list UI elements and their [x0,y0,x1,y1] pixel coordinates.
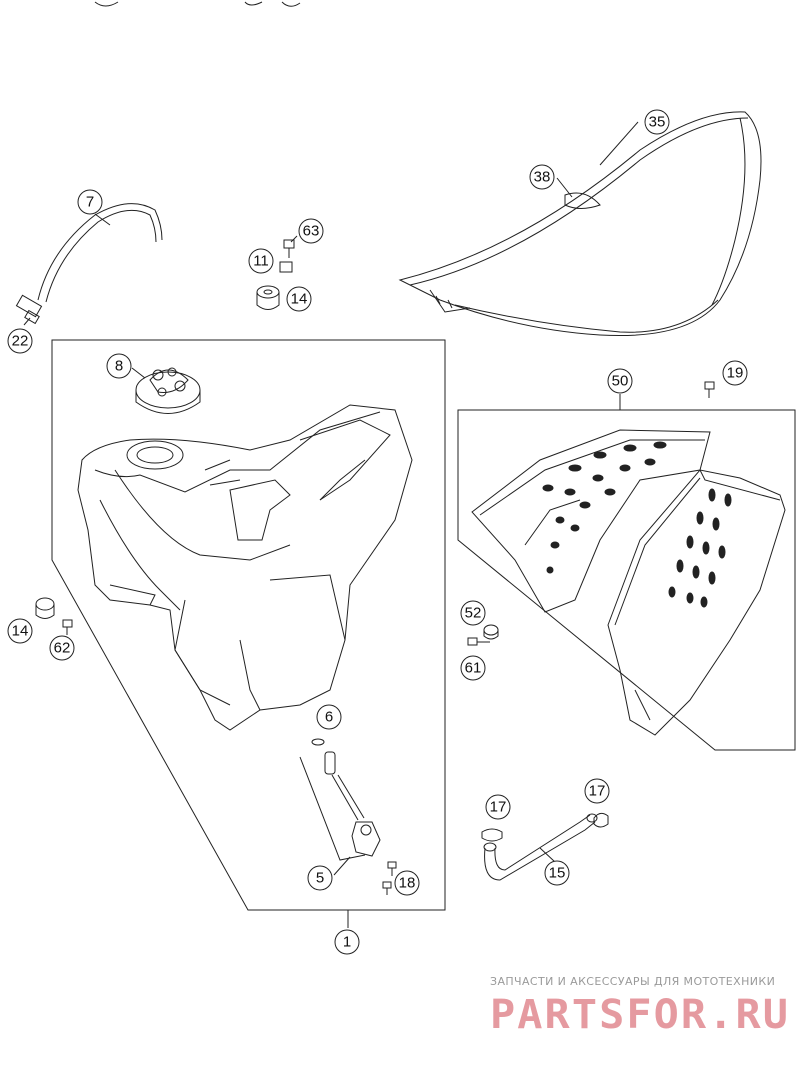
callout-label: 62 [54,640,71,657]
leader-5 [333,856,351,876]
callout-label: 22 [12,333,29,350]
leader-8 [131,367,146,379]
callout-5: 5 [307,865,333,891]
callout-label: 52 [465,605,482,622]
callout-63: 63 [298,218,324,244]
callout-61: 61 [460,655,486,681]
leader-22 [23,317,31,326]
callout-11: 11 [248,248,274,274]
callout-14: 14 [7,618,33,644]
callout-label: 63 [303,223,320,240]
screw-19-part [704,381,715,398]
callout-38: 38 [529,164,555,190]
fuel-tap-assembly [299,738,397,895]
watermark: ЗАПЧАСТИ И АКСЕССУАРЫ ДЛЯ МОТОТЕХНИКИ PA… [490,975,790,1038]
fuel-tank-part [77,404,413,731]
leader-15 [539,847,556,863]
cropped-header-marks [94,1,301,7]
callout-15: 15 [544,860,570,886]
callout-label: 14 [291,291,308,308]
callout-18: 18 [394,870,420,896]
callout-label: 8 [115,358,123,375]
callout-group: 35 38 7 63 11 14 22 8 [7,109,748,955]
bushing-screw-left-group [35,597,73,635]
seat-part [398,111,762,337]
callout-label: 14 [12,623,29,640]
vent-hose-part [15,203,163,325]
leader-38 [556,177,573,198]
watermark-tagline: ЗАПЧАСТИ И АКСЕССУАРЫ ДЛЯ МОТОТЕХНИКИ [490,975,775,988]
callout-17: 17 [584,778,610,804]
callout-35: 35 [644,109,670,135]
callout-label: 35 [649,114,666,131]
callout-label: 17 [589,783,606,800]
callout-6: 6 [316,704,342,730]
callout-label: 7 [86,194,94,211]
callout-label: 5 [316,870,324,887]
callout-label: 38 [534,169,551,186]
spoiler-group-bracket [457,409,796,751]
fuel-hose-part [481,812,609,881]
callout-22: 22 [7,328,33,354]
callout-19: 19 [722,360,748,386]
callout-14: 14 [286,286,312,312]
callout-label: 11 [253,253,269,270]
callout-8: 8 [106,353,132,379]
callout-50: 50 [607,368,633,394]
callout-label: 15 [549,865,566,882]
callout-label: 17 [490,799,507,816]
callout-1: 1 [334,929,360,955]
fuel-cap-part [135,367,201,414]
right-spoiler-part [607,469,786,736]
washer-bolt-spoiler-group [467,624,499,646]
watermark-logo: PARTSFOR.RU [490,992,790,1038]
leader-7 [94,213,111,226]
callout-label: 1 [343,934,351,951]
callout-7: 7 [77,189,103,215]
callout-label: 18 [399,875,416,892]
callout-62: 62 [49,635,75,661]
callout-label: 6 [325,709,333,726]
callout-label: 19 [727,365,744,382]
callout-label: 61 [465,660,482,677]
tank-group-bracket [51,339,446,911]
leader-35 [599,121,639,166]
callout-17: 17 [485,794,511,820]
leader-63 [290,235,298,243]
bolt-washer-bushing-group [256,239,295,310]
left-spoiler-part [471,429,711,613]
callout-52: 52 [460,600,486,626]
callout-label: 50 [612,373,629,390]
